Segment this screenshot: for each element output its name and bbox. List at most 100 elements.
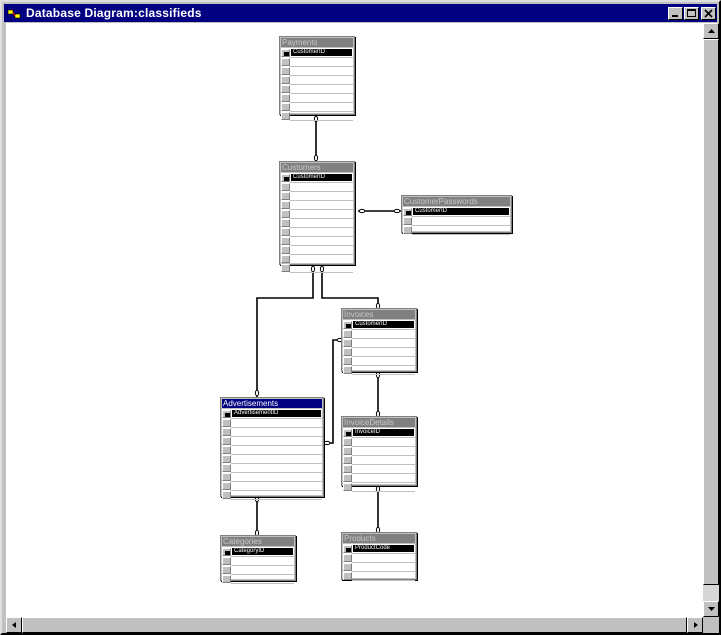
row-selector[interactable] bbox=[222, 482, 231, 490]
title-bar[interactable]: Database Diagram:classifieds bbox=[4, 4, 717, 22]
column-row-divider bbox=[290, 57, 353, 58]
row-selector[interactable] bbox=[281, 67, 290, 75]
minimize-button[interactable] bbox=[668, 7, 683, 20]
row-selector[interactable] bbox=[343, 321, 352, 329]
column-row-divider bbox=[231, 427, 322, 428]
row-selector[interactable] bbox=[222, 446, 231, 454]
table-title[interactable]: Payments bbox=[281, 38, 353, 47]
key-column[interactable]: CategoryID bbox=[232, 548, 293, 555]
row-selector[interactable] bbox=[343, 330, 352, 338]
key-column[interactable]: CustomerID bbox=[413, 208, 509, 215]
close-button[interactable] bbox=[701, 7, 716, 20]
maximize-button[interactable] bbox=[684, 7, 699, 20]
row-selector[interactable] bbox=[222, 410, 231, 418]
row-selector[interactable] bbox=[281, 201, 290, 209]
row-selector[interactable] bbox=[281, 219, 290, 227]
row-selector[interactable] bbox=[343, 447, 352, 455]
row-selector[interactable] bbox=[343, 429, 352, 437]
row-selector[interactable] bbox=[281, 264, 290, 272]
table-title[interactable]: Products bbox=[343, 534, 415, 543]
row-selector[interactable] bbox=[281, 49, 290, 57]
key-column[interactable]: CustomerID bbox=[353, 321, 414, 328]
scroll-right-button[interactable] bbox=[687, 617, 703, 633]
row-selector[interactable] bbox=[222, 548, 231, 556]
table-title[interactable]: InvoiceDetails bbox=[343, 418, 415, 427]
row-selector[interactable] bbox=[343, 348, 352, 356]
column-row-divider bbox=[290, 227, 353, 228]
horizontal-scroll-thumb[interactable] bbox=[22, 617, 687, 633]
table-title[interactable]: CustomerPasswords bbox=[403, 197, 510, 206]
row-selector[interactable] bbox=[403, 217, 412, 225]
row-selector[interactable] bbox=[343, 465, 352, 473]
row-selector[interactable] bbox=[343, 554, 352, 562]
primary-key-icon bbox=[406, 211, 411, 215]
row-selector[interactable] bbox=[281, 210, 290, 218]
row-selector[interactable] bbox=[222, 437, 231, 445]
row-selector[interactable] bbox=[281, 237, 290, 245]
key-column[interactable]: AdvertisementID bbox=[232, 410, 321, 417]
row-selector[interactable] bbox=[281, 112, 290, 120]
row-selector[interactable] bbox=[343, 438, 352, 446]
row-selector[interactable] bbox=[281, 255, 290, 263]
row-selector[interactable] bbox=[281, 103, 290, 111]
row-selector[interactable] bbox=[222, 419, 231, 427]
row-selector[interactable] bbox=[343, 357, 352, 365]
row-selector[interactable] bbox=[222, 557, 231, 565]
row-selector[interactable] bbox=[222, 566, 231, 574]
key-column[interactable]: CustomerID bbox=[291, 174, 352, 181]
row-selector[interactable] bbox=[281, 228, 290, 236]
row-selector[interactable] bbox=[281, 192, 290, 200]
row-selector[interactable] bbox=[403, 226, 412, 234]
key-column[interactable]: InvoiceID bbox=[353, 429, 414, 436]
row-selector[interactable] bbox=[403, 208, 412, 216]
row-selector[interactable] bbox=[281, 246, 290, 254]
column-row-divider bbox=[352, 491, 415, 492]
row-selector[interactable] bbox=[222, 575, 231, 583]
scroll-left-button[interactable] bbox=[6, 617, 22, 633]
row-selector[interactable] bbox=[222, 455, 231, 463]
scroll-down-button[interactable] bbox=[703, 601, 719, 617]
table-title[interactable]: Invoices bbox=[343, 310, 415, 319]
table-title[interactable]: Customers bbox=[281, 163, 353, 172]
row-selector[interactable] bbox=[281, 58, 290, 66]
vertical-scroll-thumb[interactable] bbox=[703, 39, 719, 585]
key-column[interactable]: CustomerID bbox=[291, 49, 352, 56]
key-column[interactable]: ProductCode bbox=[353, 545, 414, 552]
database-diagram-icon bbox=[7, 7, 21, 19]
table-columns: CustomerID bbox=[343, 320, 415, 375]
vertical-scrollbar[interactable] bbox=[703, 23, 719, 617]
row-selector[interactable] bbox=[343, 572, 352, 580]
row-selector[interactable] bbox=[281, 183, 290, 191]
horizontal-scrollbar[interactable] bbox=[6, 617, 703, 633]
row-selector[interactable] bbox=[281, 174, 290, 182]
column-row-divider bbox=[290, 218, 353, 219]
table-title[interactable]: Advertisements bbox=[222, 399, 322, 408]
column-row-divider bbox=[231, 445, 322, 446]
row-selector[interactable] bbox=[281, 76, 290, 84]
scroll-up-button[interactable] bbox=[703, 23, 719, 39]
row-selector[interactable] bbox=[281, 85, 290, 93]
row-selector[interactable] bbox=[281, 94, 290, 102]
row-selector[interactable] bbox=[343, 456, 352, 464]
row-selector[interactable] bbox=[343, 545, 352, 553]
row-selector[interactable] bbox=[222, 473, 231, 481]
column-row-divider bbox=[352, 482, 415, 483]
row-selector[interactable] bbox=[222, 464, 231, 472]
row-selector[interactable] bbox=[343, 563, 352, 571]
row-selector[interactable] bbox=[343, 474, 352, 482]
row-selector[interactable] bbox=[222, 428, 231, 436]
row-selector[interactable] bbox=[343, 339, 352, 347]
row-selector[interactable] bbox=[222, 491, 231, 499]
row-selector[interactable] bbox=[343, 483, 352, 491]
table-title[interactable]: Categories bbox=[222, 537, 294, 546]
row-selector[interactable] bbox=[343, 366, 352, 374]
